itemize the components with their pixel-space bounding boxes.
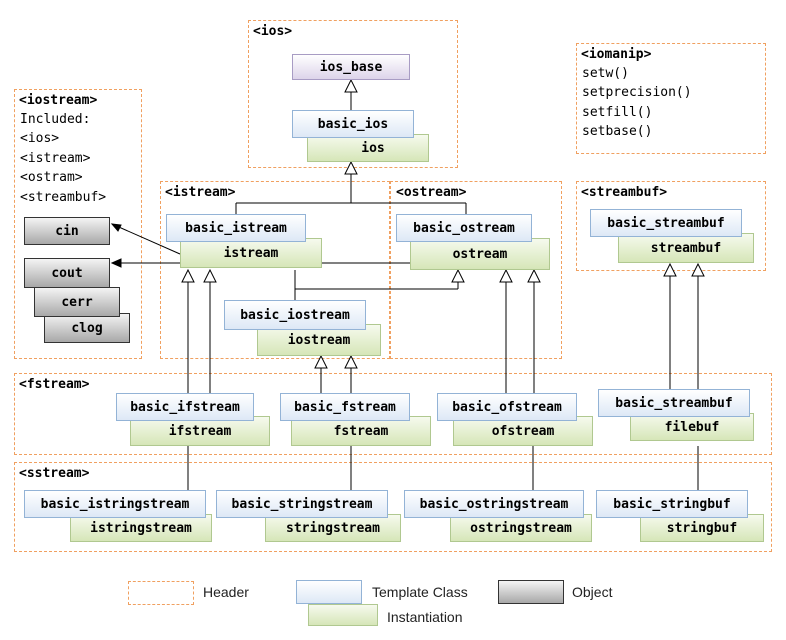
iostream-item: <streambuf> [20, 190, 107, 205]
legend-instantiation-swatch [308, 604, 378, 626]
header-ostream [390, 181, 562, 359]
class-basic-ostringstream: basic_ostringstream [404, 490, 584, 518]
class-basic-iostream: basic_iostream [224, 300, 366, 330]
iomanip-item: setw() [582, 66, 629, 81]
class-ios-base: ios_base [292, 54, 410, 80]
class-basic-fstream: basic_fstream [280, 393, 410, 421]
legend-instantiation-label: Instantiation [387, 609, 463, 625]
class-basic-stringbuf: basic_stringbuf [596, 490, 748, 518]
header-iomanip-label: <iomanip> [581, 47, 652, 62]
header-iomanip [576, 43, 766, 154]
legend-object-swatch [498, 580, 564, 604]
iostream-item: <ios> [20, 131, 60, 146]
header-fstream-label: <fstream> [19, 377, 90, 392]
header-istream [160, 181, 390, 359]
object-cerr: cerr [34, 287, 120, 317]
class-ifstream: ifstream [130, 416, 270, 446]
iostream-item: <istream> [20, 151, 91, 166]
iomanip-item: setprecision() [582, 85, 692, 100]
inherit-arrow [344, 78, 358, 93]
class-basic-ifstream: basic_ifstream [116, 393, 254, 421]
class-basic-streambuf: basic_streambuf [590, 209, 742, 237]
header-sstream-label: <sstream> [19, 466, 90, 481]
iostream-item: <ostram> [20, 170, 83, 185]
class-ostream: ostream [410, 238, 550, 270]
header-ios-label: <ios> [253, 24, 293, 39]
iomanip-item: setfill() [582, 105, 653, 120]
class-basic-ofstream: basic_ofstream [437, 393, 577, 421]
header-iostream [14, 89, 142, 359]
class-basic-ostream: basic_ostream [396, 214, 532, 242]
class-basic-istringstream: basic_istringstream [24, 490, 206, 518]
object-cin: cin [24, 217, 110, 245]
class-basic-streambuf-file: basic_streambuf [598, 389, 750, 417]
header-streambuf-label: <streambuf> [581, 185, 668, 200]
header-sstream [14, 462, 772, 552]
class-basic-istream: basic_istream [166, 214, 306, 242]
legend-template-swatch [296, 580, 362, 604]
iomanip-item: setbase() [582, 124, 653, 139]
legend-header-swatch [128, 581, 194, 605]
header-iostream-label: <iostream> [19, 93, 98, 108]
class-ios: ios [307, 134, 429, 162]
class-basic-ios: basic_ios [292, 110, 414, 138]
header-ostream-label: <ostream> [396, 185, 467, 200]
legend-object-label: Object [572, 584, 613, 600]
legend-header-label: Header [203, 584, 249, 600]
class-stringbuf: stringbuf [640, 514, 764, 542]
header-fstream [14, 373, 772, 455]
header-istream-label: <istream> [165, 185, 236, 200]
object-cout: cout [24, 258, 110, 288]
object-clog: clog [44, 313, 130, 343]
iostream-item: Included: [20, 112, 91, 127]
class-filebuf: filebuf [630, 413, 754, 441]
class-basic-stringstream: basic_stringstream [216, 490, 388, 518]
legend-template-label: Template Class [372, 584, 468, 600]
